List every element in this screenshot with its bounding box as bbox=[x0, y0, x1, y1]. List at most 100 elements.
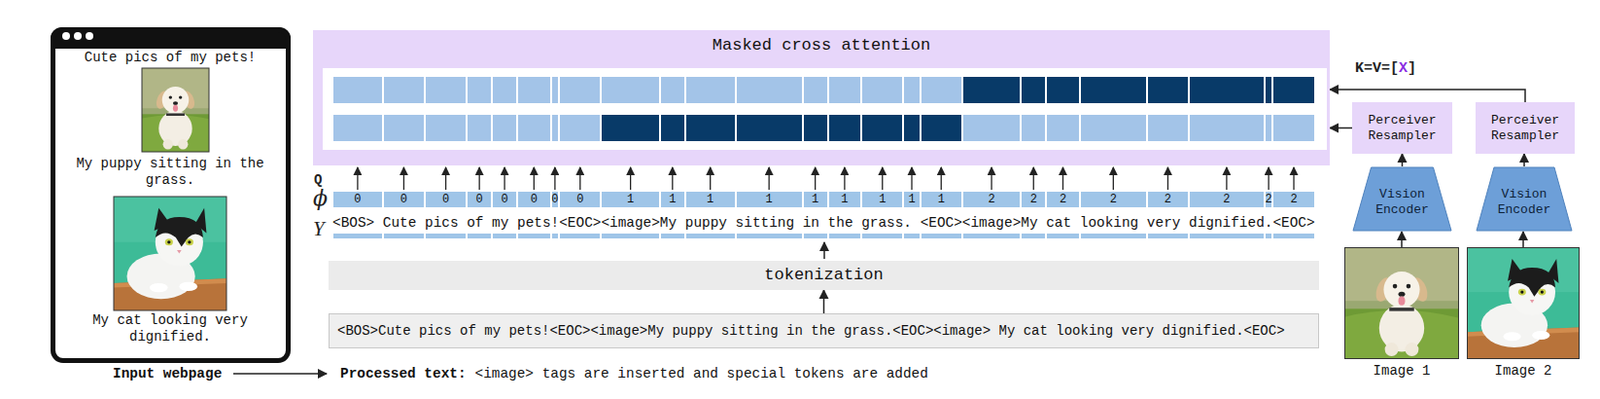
query-arrow bbox=[768, 167, 770, 190]
query-arrow bbox=[629, 167, 631, 190]
tokenization-band: tokenization bbox=[328, 260, 1320, 290]
attention-cell bbox=[1265, 76, 1273, 104]
attention-cell bbox=[1189, 76, 1264, 104]
query-arrow bbox=[709, 167, 711, 190]
window-dot bbox=[85, 32, 94, 40]
token-bar bbox=[383, 233, 424, 239]
query-arrow bbox=[814, 167, 816, 190]
token: <EOC> bbox=[558, 214, 601, 232]
query-arrow bbox=[533, 167, 535, 190]
attention-cell bbox=[552, 76, 559, 104]
token: <image> bbox=[600, 214, 660, 232]
phi-digit: 1 bbox=[802, 191, 829, 208]
attention-cell bbox=[963, 114, 1020, 141]
caption-label: Input webpage bbox=[112, 365, 222, 383]
token-bar bbox=[467, 233, 491, 239]
token: puppy bbox=[685, 214, 728, 232]
token-bar bbox=[904, 233, 919, 239]
attention-cell bbox=[1273, 76, 1314, 104]
token-bar bbox=[1273, 233, 1314, 239]
image-box: Image 1 bbox=[1344, 246, 1460, 359]
token-bar bbox=[1046, 233, 1079, 239]
image-caption: My puppy sitting in the grass. bbox=[59, 155, 281, 189]
query-arrow bbox=[1292, 167, 1294, 190]
token: very bbox=[1147, 214, 1182, 232]
box-label: Vision Encoder bbox=[1371, 186, 1434, 218]
token-bar bbox=[660, 233, 685, 239]
phi-digit: 0 bbox=[491, 191, 518, 208]
token-bar bbox=[1080, 233, 1147, 239]
trapezoid-fill bbox=[1476, 167, 1572, 231]
token-bar bbox=[559, 233, 600, 239]
connector-arrow bbox=[1329, 127, 1353, 130]
phi-digit: 1 bbox=[920, 191, 963, 208]
attention-cell bbox=[1080, 114, 1147, 141]
query-arrow bbox=[990, 167, 992, 190]
token-bar bbox=[601, 233, 659, 239]
token-bar bbox=[333, 233, 383, 239]
phi-digit: 0 bbox=[332, 191, 383, 208]
token: My bbox=[660, 214, 677, 232]
query-arrow bbox=[940, 167, 942, 190]
flow-arrow bbox=[233, 372, 327, 375]
phi-digit: 2 bbox=[962, 191, 1021, 208]
puppy-photo bbox=[134, 68, 218, 152]
resampler-box: Perceiver Resampler bbox=[1475, 102, 1575, 154]
processed-text: <BOS>Cute pics of my pets!<EOC><image>My… bbox=[337, 321, 1286, 340]
token-bar bbox=[736, 233, 802, 239]
token: in bbox=[802, 214, 820, 232]
image-caption: Image 1 bbox=[1331, 361, 1472, 380]
query-arrow bbox=[671, 167, 673, 190]
phi-digit: 2 bbox=[1020, 191, 1046, 208]
token: of bbox=[466, 214, 484, 232]
connector-arrow bbox=[1401, 153, 1404, 167]
caption-text: <image> tags are inserted and special to… bbox=[475, 365, 929, 383]
token: <EOC> bbox=[1272, 214, 1315, 232]
key-value-label: ] bbox=[1407, 60, 1417, 78]
token: Cute bbox=[382, 214, 418, 232]
attention-cell bbox=[492, 76, 517, 104]
window-dot bbox=[62, 32, 70, 40]
attention-cell bbox=[1147, 76, 1188, 104]
attention-cell bbox=[736, 114, 802, 141]
attention-cell bbox=[1046, 114, 1079, 141]
token: <BOS> bbox=[332, 214, 375, 232]
token-bar bbox=[492, 233, 517, 239]
cat-photo bbox=[113, 196, 228, 311]
token-bar bbox=[829, 233, 862, 239]
attention-cell bbox=[686, 114, 735, 141]
image-caption: My cat looking very dignified. bbox=[59, 312, 281, 346]
token: dignified bbox=[1188, 214, 1265, 232]
token: <EOC> bbox=[920, 214, 963, 232]
phi-symbol: ϕ bbox=[313, 187, 328, 209]
token-bar bbox=[1021, 233, 1045, 239]
attention-cell bbox=[829, 76, 862, 104]
attention-cell bbox=[660, 114, 685, 141]
tokenization-arrow bbox=[823, 242, 826, 259]
query-arrow bbox=[356, 167, 358, 190]
token: My bbox=[1020, 214, 1038, 232]
attention-cell bbox=[518, 76, 551, 104]
page-heading: Cute pics of my pets! bbox=[59, 49, 281, 67]
attention-cell bbox=[425, 114, 466, 141]
attention-cell bbox=[467, 114, 491, 141]
token: <image> bbox=[962, 214, 1021, 232]
photo bbox=[1345, 247, 1459, 358]
attention-cell bbox=[333, 114, 383, 141]
phi-digit: 0 bbox=[558, 191, 601, 208]
phi-digit: 2 bbox=[1045, 191, 1080, 208]
image-caption: Image 2 bbox=[1454, 361, 1593, 380]
phi-digit: 2 bbox=[1272, 191, 1315, 208]
attention-cell bbox=[601, 76, 659, 104]
phi-digit: 0 bbox=[466, 191, 492, 208]
token: ! bbox=[551, 214, 560, 232]
browser-window: Cute pics of my pets! My puppy sitting in… bbox=[50, 27, 291, 363]
query-arrow bbox=[843, 167, 845, 190]
token-bar bbox=[686, 233, 735, 239]
token: . bbox=[903, 214, 912, 232]
token-bar bbox=[963, 233, 1020, 239]
token-bar bbox=[552, 233, 559, 239]
token-bar bbox=[862, 233, 903, 239]
attention-cell bbox=[686, 76, 735, 104]
phi-digit: 1 bbox=[828, 191, 863, 208]
